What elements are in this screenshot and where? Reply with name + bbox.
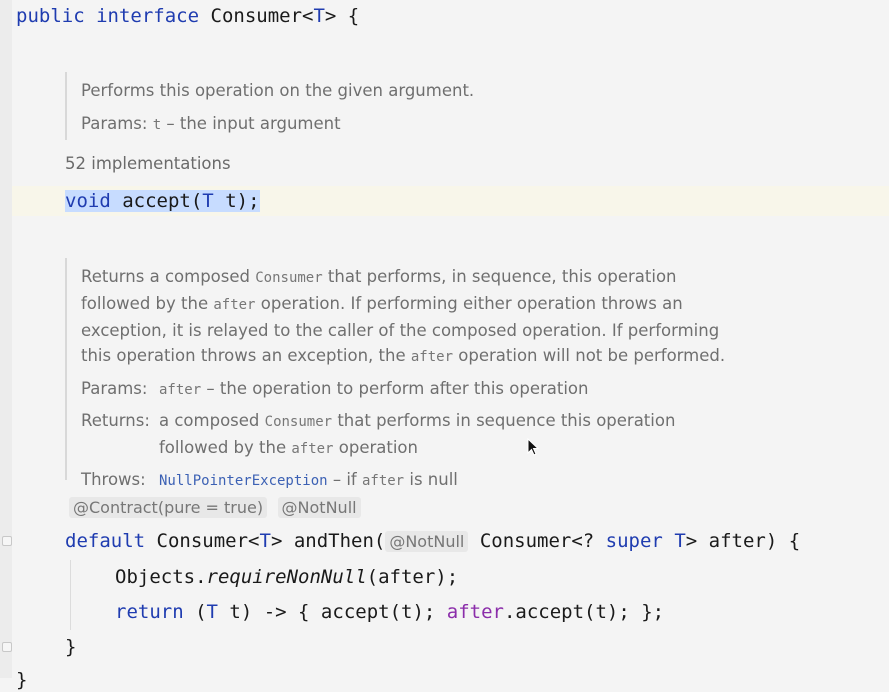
doc-comment-accept: Performs this operation on the given arg… bbox=[81, 81, 475, 133]
doc-border bbox=[65, 72, 67, 140]
closing-brace-outer: } bbox=[16, 669, 28, 691]
notnull-annotation: @NotNull bbox=[277, 497, 361, 518]
indent-guide bbox=[70, 560, 71, 630]
interface-declaration[interactable]: public interface Consumer<T> { bbox=[16, 5, 360, 27]
andthen-method[interactable]: default Consumer<T> andThen(@NotNull Con… bbox=[65, 530, 801, 552]
fold-marker-icon[interactable] bbox=[2, 642, 12, 652]
exception-link[interactable]: NullPointerException bbox=[159, 473, 328, 489]
inferred-annotations[interactable]: @Contract(pure = true) @NotNull bbox=[69, 497, 361, 518]
statement-return[interactable]: return (T t) -> { accept(t); after.accep… bbox=[115, 601, 665, 623]
mouse-pointer-icon bbox=[527, 438, 540, 456]
doc-comment-andthen: Returns a composed Consumer that perform… bbox=[81, 267, 726, 489]
doc-border bbox=[65, 258, 67, 480]
closing-brace: } bbox=[65, 636, 77, 658]
contract-annotation: @Contract(pure = true) bbox=[69, 497, 268, 518]
accept-method[interactable]: void accept(T t); bbox=[65, 190, 260, 212]
statement-require-nonnull[interactable]: Objects.requireNonNull(after); bbox=[115, 566, 459, 588]
editor-gutter bbox=[0, 0, 12, 678]
fold-marker-icon[interactable] bbox=[2, 536, 12, 546]
implementations-hint[interactable]: 52 implementations bbox=[65, 154, 231, 173]
